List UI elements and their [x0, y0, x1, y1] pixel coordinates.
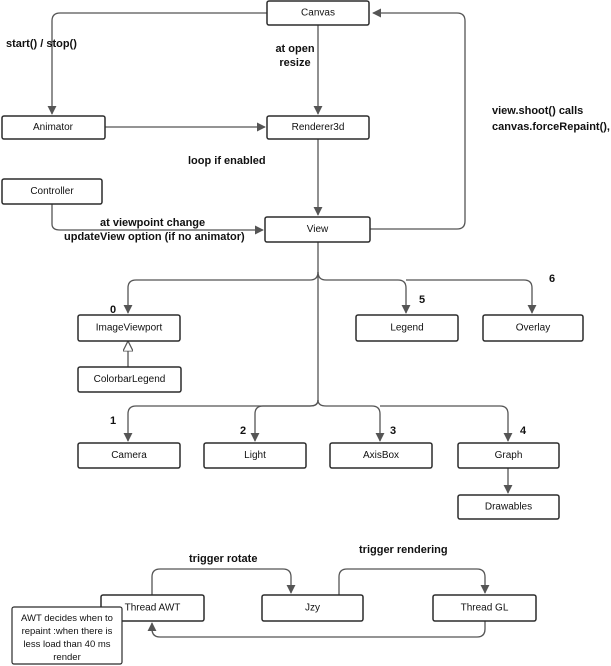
node-drawables: Drawables — [457, 494, 560, 520]
number-5: 5 — [419, 294, 425, 306]
node-camera: Camera — [77, 442, 181, 469]
node-light-label: Light — [244, 450, 266, 461]
note-line-2: repaint :when there is — [22, 626, 113, 637]
label-resize: resize — [279, 57, 310, 69]
label-loop-if-enabled: loop if enabled — [188, 155, 266, 167]
node-controller: Controller — [1, 178, 103, 205]
edge-view-overlay — [406, 279, 537, 314]
edge-view-canvas — [370, 8, 466, 230]
node-image-viewport-label: ImageViewport — [96, 323, 163, 334]
edge-view-axisbox — [317, 399, 385, 442]
edge-view-graph — [380, 405, 513, 442]
edge-canvas-animator — [47, 12, 267, 115]
edge-view-light — [250, 399, 319, 442]
node-colorbar-legend: ColorbarLegend — [77, 366, 182, 393]
node-camera-label: Camera — [111, 450, 147, 461]
node-axisbox: AxisBox — [329, 442, 433, 469]
node-jzy-label: Jzy — [305, 603, 320, 614]
node-image-viewport: ImageViewport — [77, 314, 181, 342]
number-2: 2 — [240, 425, 246, 437]
node-drawables-label: Drawables — [485, 502, 532, 513]
node-thread-gl-label: Thread GL — [461, 603, 509, 614]
label-start-stop: start() / stop() — [6, 38, 77, 50]
node-axisbox-label: AxisBox — [363, 450, 399, 461]
node-controller-label: Controller — [30, 186, 74, 197]
label-trigger-rendering: trigger rendering — [359, 544, 448, 556]
note-line-3: less load than 40 ms — [23, 639, 110, 650]
note-line-1: AWT decides when to — [21, 613, 113, 624]
node-legend-label: Legend — [390, 323, 423, 334]
node-animator-label: Animator — [33, 122, 74, 133]
node-legend: Legend — [355, 314, 459, 342]
edge-jzy-gl — [338, 568, 490, 595]
node-canvas: Canvas — [266, 0, 370, 26]
node-canvas-label: Canvas — [301, 8, 335, 19]
node-colorbar-legend-label: ColorbarLegend — [94, 374, 166, 385]
number-3: 3 — [390, 425, 396, 437]
edge-gl-awt — [147, 621, 486, 638]
number-4: 4 — [520, 425, 527, 437]
node-graph: Graph — [457, 442, 560, 469]
edge-controller-view — [51, 204, 264, 235]
node-thread-gl: Thread GL — [432, 594, 537, 622]
node-overlay-label: Overlay — [516, 323, 550, 334]
node-view-label: View — [307, 224, 329, 235]
number-0: 0 — [110, 304, 116, 316]
label-viewpoint-change: at viewpoint change — [100, 217, 205, 229]
node-view: View — [264, 216, 371, 243]
node-jzy: Jzy — [261, 594, 364, 622]
node-renderer3d-label: Renderer3d — [292, 122, 345, 133]
number-1: 1 — [110, 415, 116, 427]
label-update-view-option: updateView option (if no animator) — [64, 231, 245, 243]
label-trigger-rotate: trigger rotate — [189, 553, 257, 565]
node-overlay: Overlay — [482, 314, 584, 342]
note-awt-repaint: AWT decides when to repaint :when there … — [11, 606, 123, 665]
edge-view-legend — [317, 271, 411, 314]
node-graph-label: Graph — [495, 450, 523, 461]
node-thread-awt-label: Thread AWT — [125, 603, 181, 614]
note-line-4: render — [53, 652, 80, 663]
label-view-shoot: view.shoot() calls — [492, 105, 583, 117]
label-at-open: at open — [275, 43, 314, 55]
node-animator: Animator — [1, 115, 106, 140]
label-force-repaint: canvas.forceRepaint(), — [492, 121, 610, 133]
node-renderer3d: Renderer3d — [266, 115, 370, 140]
node-light: Light — [203, 442, 307, 469]
edge-awt-jzy — [151, 568, 296, 595]
edge-view-imageviewport — [123, 242, 319, 314]
number-6: 6 — [549, 273, 555, 285]
